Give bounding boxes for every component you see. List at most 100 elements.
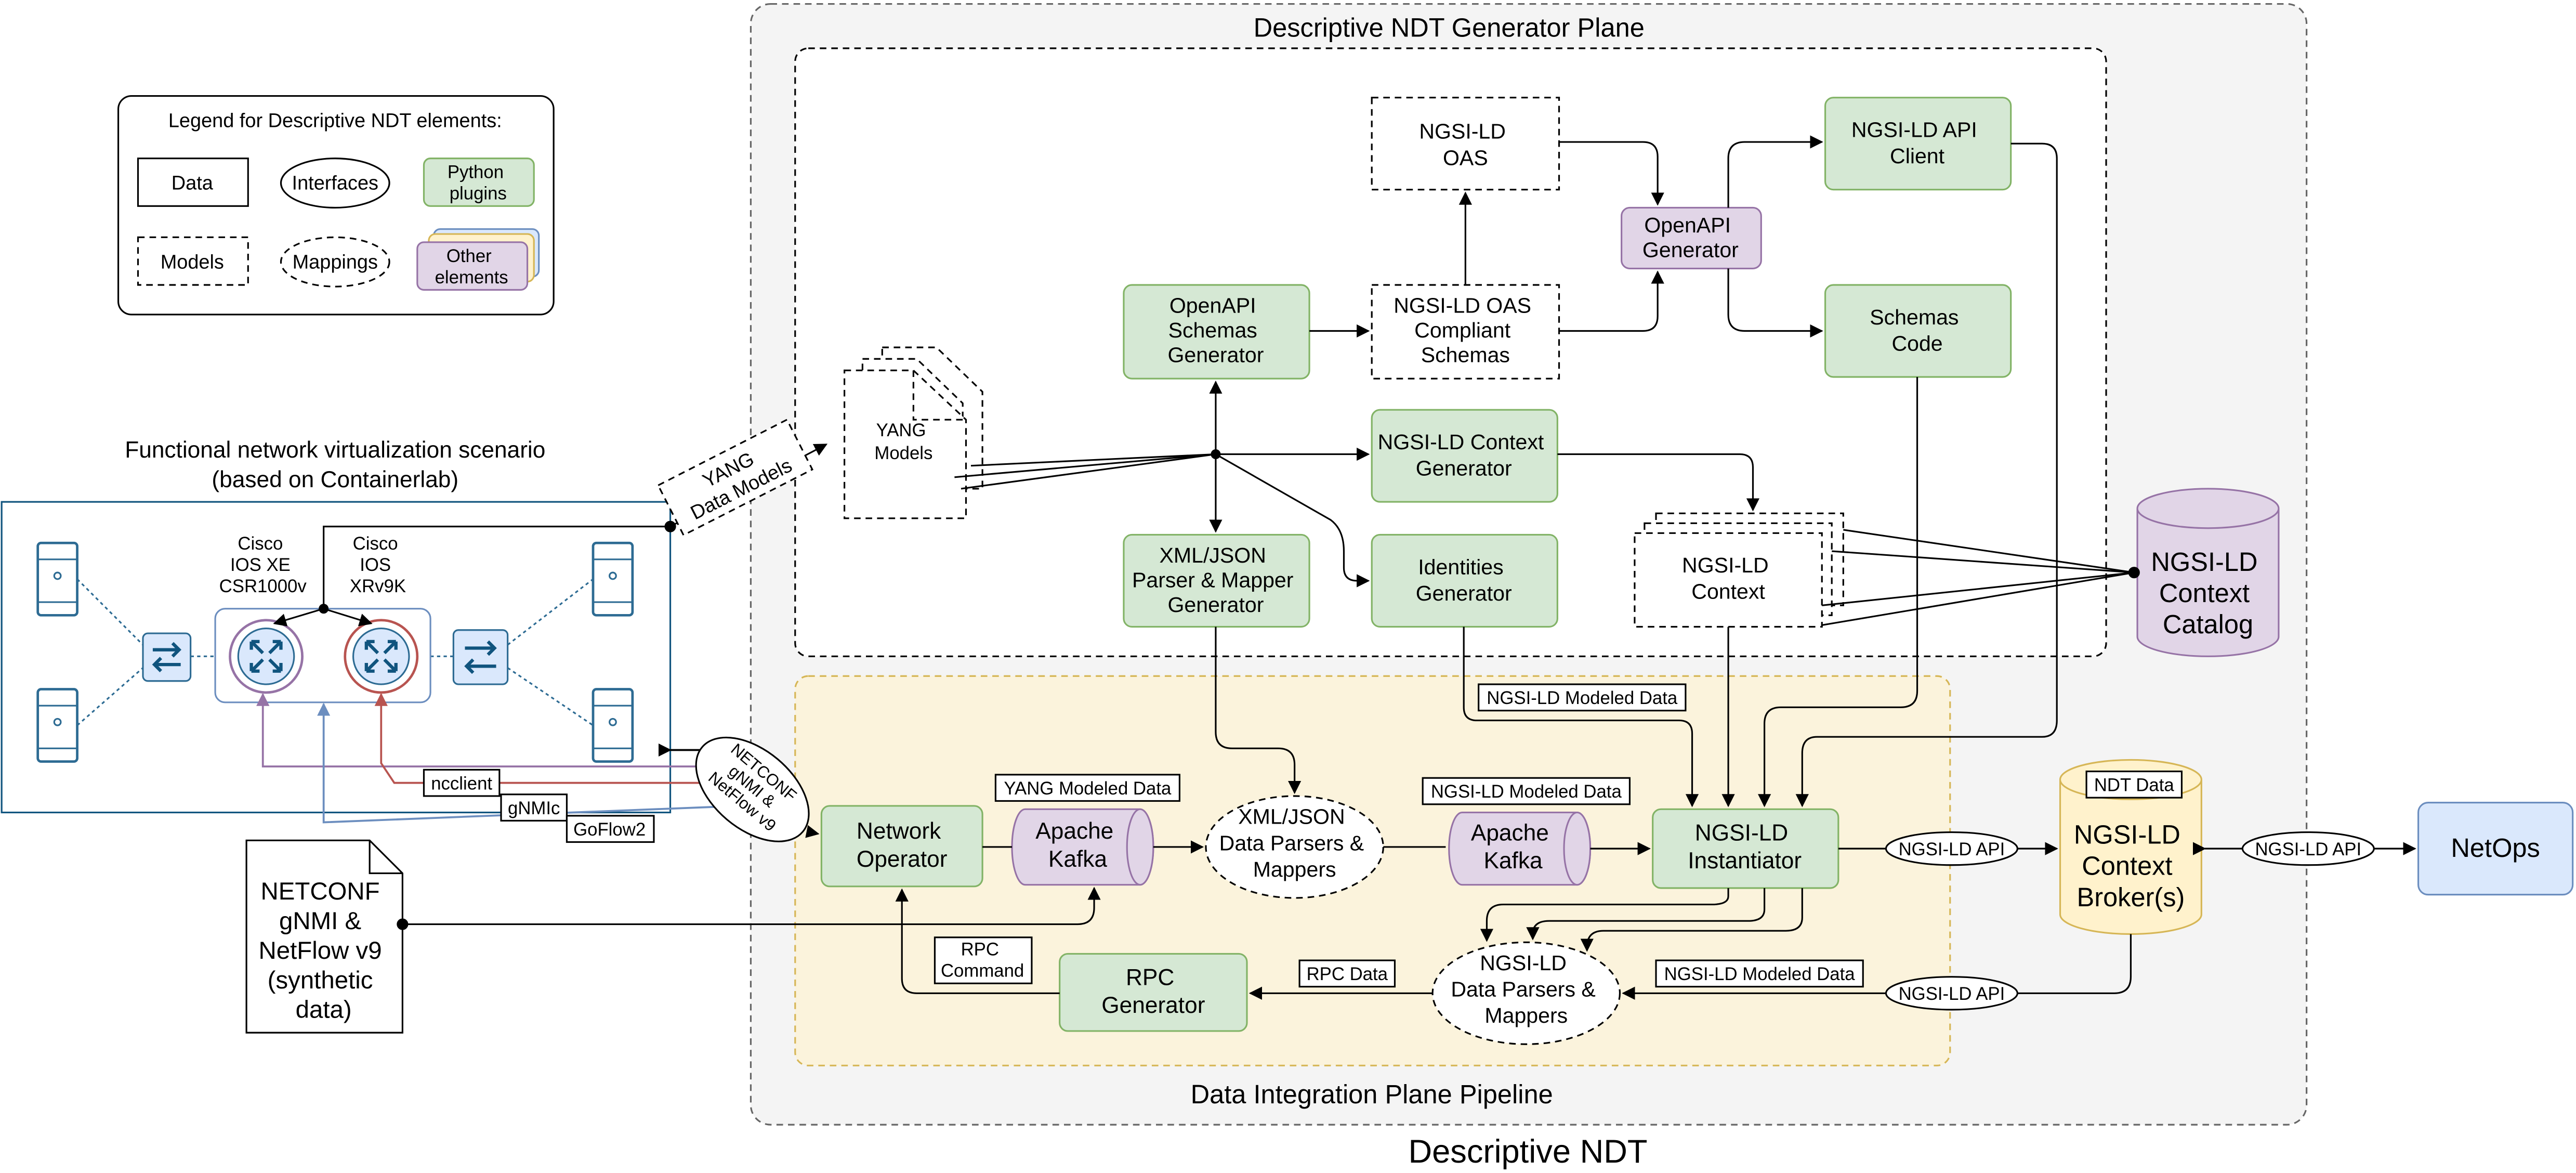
ncclient-label: ncclient — [423, 768, 501, 797]
legend-python-shape — [423, 158, 535, 207]
openapi-schemas-generator: OpenAPI Schemas Generator — [1123, 284, 1310, 380]
svg-text:GoFlow2: GoFlow2 — [573, 820, 646, 840]
svg-text:NGSI-LD Context Generato: NGSI-LD Context Generator — [1378, 430, 1550, 480]
svg-text:YANG Models: YANG Models — [874, 421, 932, 463]
ndt-data-label: NDT Data — [2085, 771, 2183, 799]
svg-text:Apache Kafka: Apache Kafka — [1035, 818, 1120, 872]
svg-text:NGSI-LD Modeled Data: NGSI-LD Modeled Data — [1487, 688, 1678, 708]
svg-text:NGSI-LD OAS Compliant: NGSI-LD OAS Compliant Schemas — [1394, 294, 1537, 367]
ngsi-ld-oas-compliant-schemas: NGSI-LD OAS Compliant Schemas — [1371, 284, 1560, 380]
ngsi-ld-api-label-instantiator: NGSI-LD API — [1885, 831, 2018, 866]
server-icon — [36, 688, 78, 763]
svg-text:OpenAPI Generator: OpenAPI Generator — [1642, 213, 1739, 262]
legend-other-shape — [416, 228, 540, 291]
ngsi-ld-context-catalog: NGSI-LD Context Catalog — [2136, 488, 2280, 657]
network-operator: Network Operator — [820, 805, 983, 888]
identities-generator: Identities Generator — [1371, 533, 1558, 628]
legend: Legend for Descriptive NDT elements: Dat… — [117, 95, 555, 316]
svg-text:NDT Data: NDT Data — [2094, 776, 2175, 796]
svg-text:OpenAPI Schemas Ge: OpenAPI Schemas Generator — [1167, 294, 1264, 367]
svg-text:NETCONF gNMI & Net: NETCONF gNMI & NetFlow v9 (synthetic dat… — [259, 878, 389, 1024]
svg-text:NGSI-LD OAS: NGSI-LD OAS — [1419, 120, 1512, 170]
legend-data-label: Data — [172, 173, 214, 194]
switch-icon — [142, 632, 192, 682]
legend-models-label: Models — [161, 251, 224, 273]
svg-text:XML/JSON Parser & Mapper: XML/JSON Parser & Mapper Generator — [1132, 543, 1299, 617]
legend-title: Legend for Descriptive NDT elements: — [168, 110, 502, 132]
legend-data-shape — [137, 158, 249, 207]
ngsi-ld-api-label-netops: NGSI-LD API — [2241, 831, 2375, 866]
legend-mappings-label: Mappings — [293, 251, 378, 273]
svg-text:NGSI-LD API: NGSI-LD API — [1899, 840, 2005, 859]
rpc-data-label: RPC Data — [1298, 959, 1396, 988]
svg-text:NGSI-LD Context Ca: NGSI-LD Context Catalog — [2151, 547, 2265, 639]
apache-kafka-2: Apache Kafka — [1448, 812, 1592, 886]
svg-text:ncclient: ncclient — [431, 774, 492, 793]
svg-text:XML/JSON Data Parsers &: XML/JSON Data Parsers & Mappers — [1219, 805, 1370, 881]
svg-text:NGSI-LD Modeled Data: NGSI-LD Modeled Data — [1431, 782, 1622, 802]
svg-text:NGSI-LD Context Br: NGSI-LD Context Broker(s) — [2074, 820, 2188, 912]
svg-text:Network Operator: Network Operator — [857, 818, 948, 872]
svg-text:NetOps: NetOps — [2451, 833, 2540, 863]
svg-text:RPC Data: RPC Data — [1307, 965, 1388, 984]
legend-models-shape — [137, 236, 249, 286]
scenario-subtitle: (based on Containerlab) — [212, 467, 458, 492]
server-icon — [36, 541, 78, 617]
svg-text:NGSI-LD Context: NGSI-LD Context — [1682, 553, 1775, 604]
goflow2-label: GoFlow2 — [566, 815, 655, 843]
integration-plane: Data Integration Plane Pipeline — [794, 675, 1951, 1109]
router-icon-xrv9k — [344, 619, 419, 694]
svg-text:RPC Command: RPC Command — [941, 940, 1024, 981]
svg-text:YANG Modeled Data: YANG Modeled Data — [1004, 779, 1172, 799]
apache-kafka-1: Apache Kafka — [1011, 808, 1154, 886]
ngsi-ld-modeled-data-label-broker: NGSI-LD Modeled Data — [1655, 959, 1864, 988]
xml-json-parser-mapper-generator: XML/JSON Parser & Mapper Generator — [1123, 533, 1310, 628]
openapi-generator: OpenAPI Generator — [1621, 206, 1762, 269]
generator-edges — [954, 135, 2140, 626]
netops: NetOps — [2417, 802, 2574, 896]
svg-text:RPC Generator: RPC Generator — [1101, 965, 1205, 1018]
svg-text:Apache Kafka: Apache Kafka — [1471, 820, 1555, 874]
switch-icon — [452, 629, 509, 685]
server-icon — [592, 688, 634, 763]
svg-text:NGSI-LD Data Parsers &: NGSI-LD Data Parsers & Mappers — [1451, 951, 1601, 1027]
svg-text:NGSI-LD Instantiator: NGSI-LD Instantiator — [1688, 820, 1802, 874]
svg-text:NGSI-LD API Client: NGSI-LD API Client — [1851, 118, 1983, 168]
legend-other-label: Other elements — [435, 246, 508, 288]
svg-text:NGSI-LD API: NGSI-LD API — [2255, 840, 2361, 859]
ngsi-ld-api-label-broker-out: NGSI-LD API — [1885, 976, 2018, 1011]
router-label-csr1000v: Cisco IOS XE CSR1000v — [219, 534, 307, 596]
ngsi-ld-instantiator: NGSI-LD Instantiator — [1652, 808, 1839, 889]
ngsi-ld-modeled-data-label-identities: NGSI-LD Modeled Data — [1478, 683, 1687, 712]
svg-text:gNMIc: gNMIc — [508, 799, 560, 818]
xml-json-data-parsers-mappers: XML/JSON Data Parsers & Mappers — [1205, 795, 1384, 899]
gnmic-label: gNMIc — [500, 793, 568, 822]
ngsi-ld-oas-model: NGSI-LD OAS — [1371, 97, 1560, 191]
ngsi-ld-context-model: NGSI-LD Context — [1634, 512, 1844, 628]
rpc-generator: RPC Generator — [1059, 953, 1248, 1032]
legend-interfaces-label: Interfaces — [292, 173, 378, 194]
legend-mappings-shape — [280, 236, 390, 288]
legend-interfaces-shape — [280, 158, 390, 209]
schemas-code: Schemas Code — [1824, 284, 2012, 378]
generator-plane-title: Descriptive NDT Generator Plane — [1254, 13, 1645, 43]
yang-modeled-data-label: YANG Modeled Data — [994, 774, 1180, 802]
svg-text:Identities Generator: Identities Generator — [1416, 555, 1512, 605]
netconf-interface: NETCONF gNMI & NetFlow v9 — [695, 736, 810, 842]
ngsi-ld-modeled-data-label-kafka: NGSI-LD Modeled Data — [1422, 777, 1631, 805]
ngsi-ld-context-generator: NGSI-LD Context Generator — [1371, 409, 1558, 503]
scenario-title: Functional network virtualization scenar… — [125, 437, 545, 463]
svg-text:NGSI-LD API: NGSI-LD API — [1899, 984, 2005, 1004]
router-label-xrv9k: Cisco IOS XRv9K — [350, 534, 406, 596]
svg-text:Schemas Code: Schemas Code — [1870, 305, 1965, 356]
svg-text:NGSI-LD Modeled Data: NGSI-LD Modeled Data — [1664, 965, 1856, 984]
router-icon-csr1000v — [229, 619, 304, 694]
descriptive-ndt-title: Descriptive NDT — [1408, 1133, 1647, 1170]
ngsi-ld-data-parsers-mappers: NGSI-LD Data Parsers & Mappers — [1431, 941, 1621, 1045]
ngsi-ld-api-client: NGSI-LD API Client — [1824, 97, 2012, 191]
server-icon — [592, 541, 634, 617]
rpc-command-label: RPC Command — [934, 936, 1033, 984]
integration-plane-title: Data Integration Plane Pipeline — [1191, 1079, 1553, 1109]
yang-models-document: YANG Models — [844, 346, 983, 519]
